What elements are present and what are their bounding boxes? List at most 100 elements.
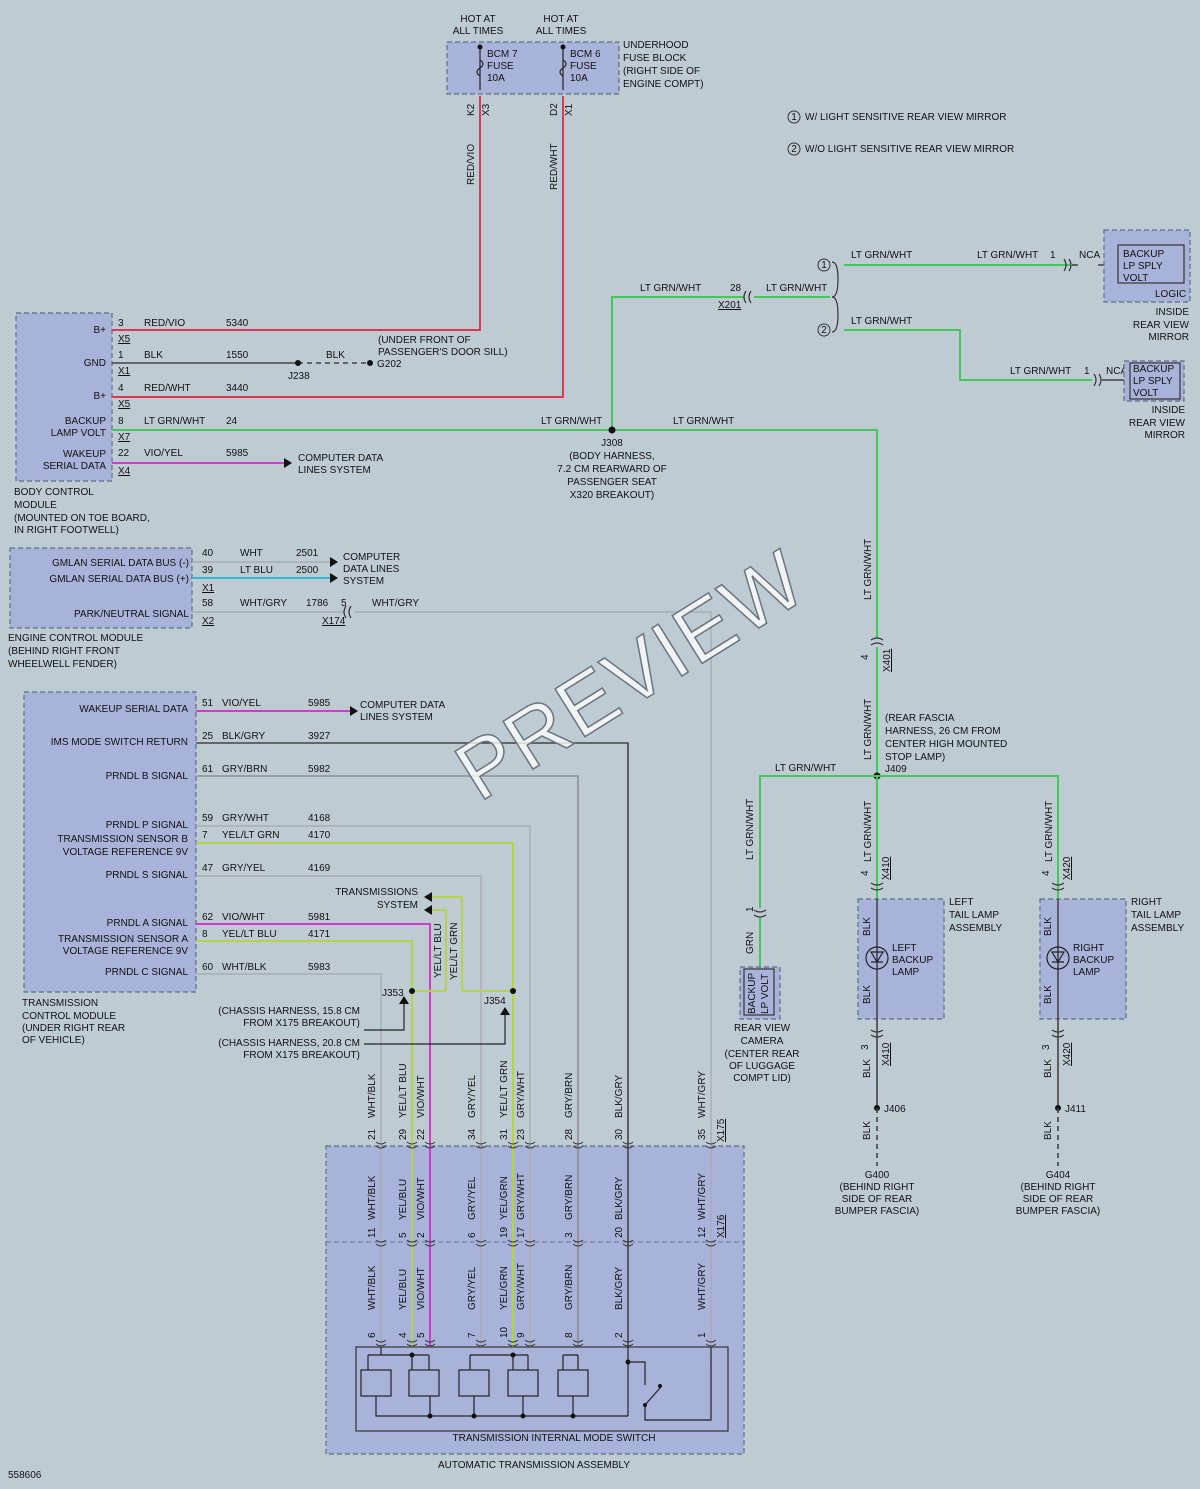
left-lamp-box: [857, 898, 945, 1020]
tcm-label-4: OF VEHICLE): [22, 1035, 85, 1046]
bcm-conn-x7: X7: [118, 432, 131, 443]
mirror2-box: [1123, 360, 1185, 402]
tcm-pin-sensor-b-2: VOLTAGE REFERENCE 9V: [63, 847, 189, 858]
mirror2-label-2: REAR VIEW: [1129, 418, 1186, 429]
bcm-pin-1: 1: [118, 350, 124, 361]
tcm-label-2: CONTROL MODULE: [22, 1011, 116, 1022]
ims-wire-color: GRY/WHT: [516, 1263, 527, 1310]
ims-pin-number: 5: [416, 1332, 427, 1338]
bcm-pin-gnd: GND: [84, 358, 106, 369]
bcm-conn-x5-2: X5: [118, 399, 131, 410]
g400-4: BUMPER FASCIA): [835, 1206, 919, 1217]
wire-gry-brn-5982: [196, 775, 579, 1142]
ims-wire-color: VIO/WHT: [416, 1267, 427, 1310]
connector-icon: [622, 1339, 634, 1347]
tcm-pin-62: 62: [202, 912, 214, 923]
connector-icon: [424, 1339, 436, 1347]
wire-red-vio: RED/VIO: [466, 144, 477, 185]
mirror2-label-3: MIRROR: [1144, 430, 1185, 441]
x175-wire-color: YEL/LT BLU: [398, 1063, 409, 1118]
tcm-label-3: (UNDER RIGHT REAR: [22, 1023, 125, 1034]
transmission-assembly-box: [325, 1145, 745, 1455]
bcm-label-2: MODULE: [14, 500, 57, 511]
option-2-marker: 2: [821, 325, 827, 336]
j308-label-5: X320 BREAKOUT): [570, 490, 654, 501]
splice-j353: J353: [382, 988, 404, 999]
camera-wire-b: GRN: [745, 932, 756, 954]
x401-wire: LT GRN/WHT: [863, 539, 874, 600]
camera-inner-2: LP VOLT: [760, 974, 771, 1014]
tcm-wire-blk-gry: BLK/GRY: [222, 731, 265, 742]
mirror1-inner-1: BACKUP: [1123, 249, 1164, 260]
ims-pin-number: 9: [516, 1332, 527, 1338]
note-1-text: W/ LIGHT SENSITIVE REAR VIEW MIRROR: [805, 112, 1007, 123]
bcm-cdl-1: COMPUTER DATA: [298, 453, 384, 464]
x175-pin-number: 35: [697, 1128, 708, 1140]
connector-icon: [870, 637, 884, 646]
j409-label-4: STOP LAMP): [885, 752, 945, 763]
connector-icon: [375, 1141, 387, 1149]
tcm-wire-vio-yel: VIO/YEL: [222, 698, 261, 709]
connector-icon: [475, 1339, 487, 1347]
ims-wire-color: WHT/BLK: [367, 1265, 378, 1310]
arrow-icon: [350, 706, 358, 716]
x176-conn: X176: [716, 1214, 727, 1238]
tcm-circuit-5982: 5982: [308, 764, 331, 775]
connector-icon: [507, 1339, 519, 1347]
ims-wire-color: GRY/YEL: [467, 1266, 478, 1310]
sensor-element: [458, 1369, 490, 1397]
x175-pin-number: 29: [398, 1128, 409, 1140]
ecm-cdl-1: COMPUTER: [343, 552, 400, 563]
j409-label-5: J409: [885, 764, 907, 775]
mirror1-inner-2: LP SPLY: [1123, 261, 1163, 272]
right-lamp-wire: LT GRN/WHT: [1044, 801, 1055, 862]
connector-icon: [524, 1239, 536, 1247]
sensor-element: [557, 1369, 589, 1397]
tcm-vwire-2: YEL/LT GRN: [449, 923, 460, 980]
arrow-icon: [424, 892, 432, 902]
fuse2-line2: FUSE: [570, 61, 597, 72]
harness-wires: [380, 1142, 712, 1347]
connector-icon: [475, 1141, 487, 1149]
fuse-block-name-4: ENGINE COMPT): [623, 79, 704, 90]
bcm-circuit-5985: 5985: [226, 448, 249, 459]
camera-inner-1: BACKUP: [747, 973, 758, 1014]
ims-name: TRANSMISSION INTERNAL MODE SWITCH: [453, 1433, 656, 1444]
x176-pin-number: 12: [697, 1226, 708, 1238]
tcm-circuit-5985: 5985: [308, 698, 331, 709]
x175-wire-color: YEL/LT GRN: [499, 1061, 510, 1118]
note-2-marker: 2: [791, 144, 797, 155]
tcm-wire-wht-blk: WHT/BLK: [222, 962, 267, 973]
tcm-pin-prndl-p: PRNDL P SIGNAL: [106, 820, 189, 831]
note-2-text: W/O LIGHT SENSITIVE REAR VIEW MIRROR: [805, 144, 1014, 155]
mirror1-wire-a: LT GRN/WHT: [851, 250, 912, 261]
tcm-pin-8: 8: [202, 929, 208, 940]
tcm-wire-yel-lt-grn: YEL/LT GRN: [222, 830, 279, 841]
tcm-pin-ims: IMS MODE SWITCH RETURN: [51, 737, 188, 748]
bcm-circuit-1550: 1550: [226, 350, 249, 361]
connector-icon: [507, 1239, 519, 1247]
x175-wire-color: WHT/BLK: [367, 1073, 378, 1118]
wire-to-right-lamp: [877, 775, 1059, 902]
connector-icon: [705, 1239, 717, 1247]
right-lamp-inner-3: LAMP: [1073, 967, 1101, 978]
bcm-label-1: BODY CONTROL: [14, 487, 94, 498]
tcm-label-1: TRANSMISSION: [22, 998, 98, 1009]
tcm-pin-60: 60: [202, 962, 214, 973]
ecm-pin-park-neutral: PARK/NEUTRAL SIGNAL: [74, 609, 189, 620]
ims-pin-number: 1: [697, 1332, 708, 1338]
x175-wire-color: GRY/WHT: [516, 1071, 527, 1118]
x176-pin-number: 11: [367, 1227, 378, 1238]
connector-x201: 28 X201 LT GRN/WHT: [718, 283, 827, 311]
bcm-pin-b-plus-2: B+: [93, 391, 106, 402]
x176-wire-color: YEL/BLU: [398, 1179, 409, 1220]
underhood-fuse-block: HOT AT ALL TIMES HOT AT ALL TIMES BCM 7 …: [446, 14, 704, 190]
camera-label-4: OF LUGGAGE: [729, 1061, 795, 1072]
bcm-circuit-5340: 5340: [226, 318, 249, 329]
mirror2-inner-3: VOLT: [1133, 388, 1158, 399]
bcm-wire-blk: BLK: [144, 350, 163, 361]
connector-icon: [870, 882, 884, 891]
connector-icon: [753, 909, 767, 918]
j409-label-2: HARNESS, 26 CM FROM: [885, 726, 1001, 737]
tcm-pin-wakeup: WAKEUP SERIAL DATA: [79, 704, 188, 715]
